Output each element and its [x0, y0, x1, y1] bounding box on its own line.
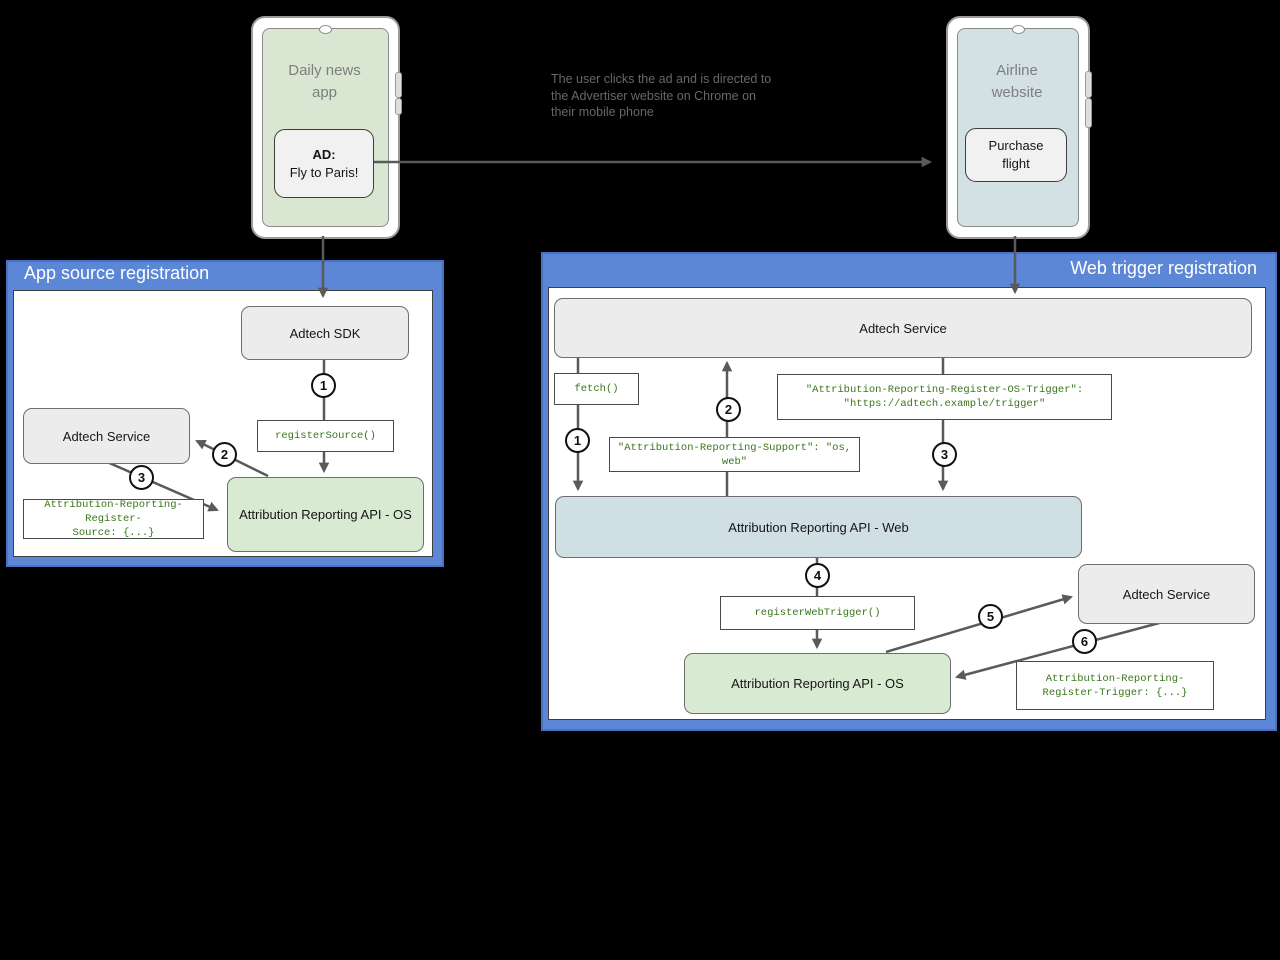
- volume-button: [395, 72, 402, 98]
- volume-button: [1085, 71, 1092, 98]
- step-2-badge: 2: [212, 442, 237, 467]
- register-source-call: registerSource(): [275, 430, 376, 442]
- airline-title: Airline website: [957, 60, 1077, 104]
- airline-screen: [957, 28, 1079, 227]
- adtech-sdk-node: Adtech SDK: [241, 306, 409, 360]
- adtech-service-node-top: Adtech Service: [554, 298, 1252, 358]
- register-trigger-header-line1: Attribution-Reporting-: [1045, 672, 1185, 685]
- attribution-api-os-node-left: Attribution Reporting API - OS: [227, 477, 424, 552]
- web-trigger-registration-title: Web trigger registration: [1070, 258, 1257, 278]
- register-trigger-header-box: Attribution-Reporting- Register-Trigger:…: [1016, 661, 1214, 710]
- ad-banner-text: Fly to Paris!: [289, 164, 359, 180]
- daily-news-title-line2: app: [311, 84, 338, 101]
- register-web-trigger-call: registerWebTrigger(): [754, 607, 881, 619]
- os-trigger-header-line2: "https://adtech.example/trigger": [843, 398, 1046, 410]
- camera-icon: [1012, 25, 1025, 34]
- adtech-service-right-label: Adtech Service: [1122, 586, 1211, 602]
- ad-banner-title: AD:: [312, 146, 336, 162]
- airline-title-line2: website: [991, 84, 1043, 101]
- step-4-badge: 4: [805, 563, 830, 588]
- purchase-flight-line1: Purchase: [988, 138, 1044, 153]
- register-source-header-box: Attribution-Reporting-Register- Source: …: [23, 499, 204, 539]
- step-6-badge: 6: [1072, 629, 1097, 654]
- register-source-call-box: registerSource(): [257, 420, 394, 452]
- annotation-line2: the Advertiser website on Chrome on: [551, 88, 756, 103]
- fetch-call: fetch(): [574, 383, 619, 395]
- os-trigger-header-box: "Attribution-Reporting-Register-OS-Trigg…: [777, 374, 1112, 420]
- arrow-service-to-os-right: [954, 620, 1164, 680]
- ad-banner: AD: Fly to Paris!: [274, 129, 374, 198]
- attribution-api-web-label: Attribution Reporting API - Web: [728, 519, 909, 535]
- os-trigger-header-line1: "Attribution-Reporting-Register-OS-Trigg…: [805, 384, 1084, 396]
- support-header: "Attribution-Reporting-Support": "os, we…: [617, 441, 852, 468]
- fetch-call-box: fetch(): [554, 373, 639, 405]
- daily-news-phone: Daily news app AD: Fly to Paris!: [251, 16, 402, 239]
- attribution-api-os-label: Attribution Reporting API - OS: [239, 507, 412, 522]
- step-3-badge: 3: [932, 442, 957, 467]
- register-source-header-line2: Source: {...}: [72, 527, 155, 539]
- camera-icon: [319, 25, 332, 34]
- annotation-line3: their mobile phone: [551, 105, 654, 119]
- arrow-os-to-service-right: [885, 594, 1074, 654]
- support-header-box: "Attribution-Reporting-Support": "os, we…: [609, 437, 860, 472]
- user-click-annotation: The user clicks the ad and is directed t…: [551, 71, 801, 121]
- step-1-badge: 1: [311, 373, 336, 398]
- attribution-api-web-node: Attribution Reporting API - Web: [555, 496, 1082, 558]
- adtech-service-top-label: Adtech Service: [859, 320, 947, 336]
- daily-news-title-line1: Daily news: [288, 62, 361, 79]
- daily-news-title: Daily news app: [262, 60, 387, 104]
- power-button: [395, 98, 402, 115]
- step-1-badge: 1: [565, 428, 590, 453]
- step-3-badge: 3: [129, 465, 154, 490]
- register-trigger-header-line2: Register-Trigger: {...}: [1042, 686, 1188, 699]
- adtech-service-node-right: Adtech Service: [1078, 564, 1255, 624]
- attribution-api-os-right-label: Attribution Reporting API - OS: [731, 676, 904, 691]
- airline-title-line1: Airline: [996, 62, 1038, 79]
- purchase-flight-line2: flight: [1002, 156, 1030, 171]
- purchase-flight-button: Purchase flight: [965, 128, 1067, 182]
- step-2-badge: 2: [716, 397, 741, 422]
- register-source-header-line1: Attribution-Reporting-Register-: [44, 499, 183, 525]
- airline-phone: Airline website Purchase flight: [946, 16, 1092, 239]
- register-web-trigger-call-box: registerWebTrigger(): [720, 596, 915, 630]
- power-button: [1085, 98, 1092, 128]
- step-5-badge: 5: [978, 604, 1003, 629]
- adtech-service-node-left: Adtech Service: [23, 408, 190, 464]
- app-source-registration-title: App source registration: [24, 263, 210, 283]
- adtech-service-label: Adtech Service: [62, 428, 151, 444]
- attribution-api-os-node-right: Attribution Reporting API - OS: [684, 653, 951, 714]
- annotation-line1: The user clicks the ad and is directed t…: [551, 72, 772, 86]
- adtech-sdk-label: Adtech SDK: [289, 325, 361, 341]
